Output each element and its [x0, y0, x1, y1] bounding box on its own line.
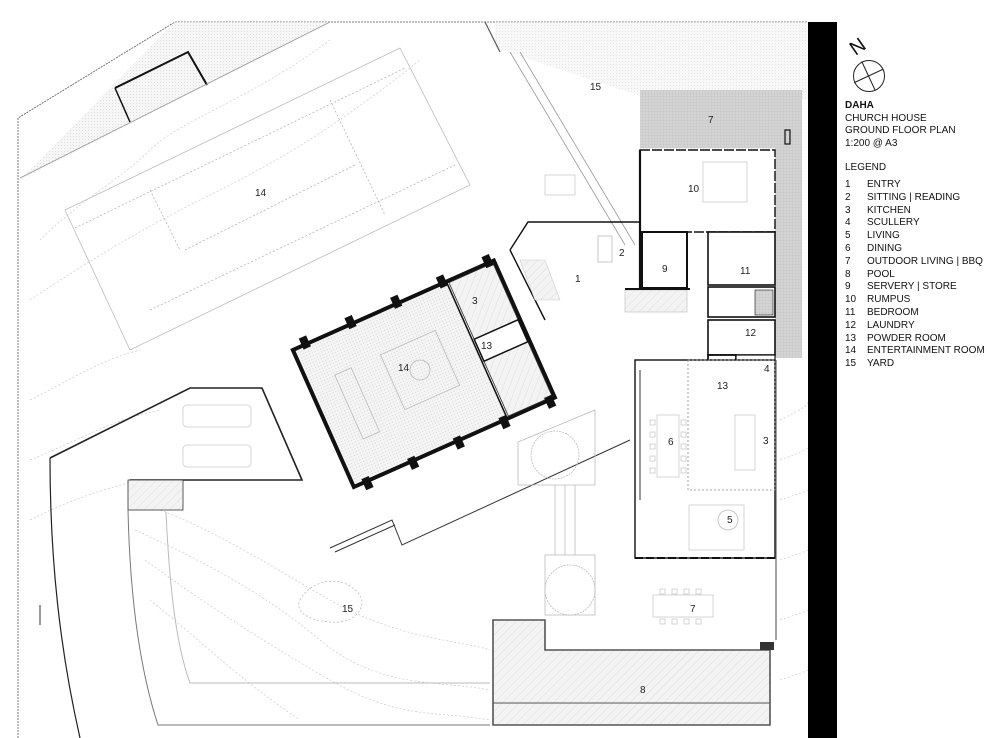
sheet-title: GROUND FLOOR PLAN — [845, 125, 956, 136]
label-laundry: 12 — [745, 328, 757, 339]
label-powder-room: 13 — [717, 381, 729, 392]
label-entry: 1 — [575, 274, 581, 285]
legend-heading: LEGEND — [845, 162, 887, 173]
pool — [492, 619, 774, 726]
label-kitchen-secondary: 3 — [472, 296, 478, 307]
north-arrow: N — [845, 33, 885, 96]
title-block-panel: N DAHA CHURCH HOUSE GROUND FLOOR PLAN 1:… — [845, 33, 985, 371]
north-label: N — [845, 33, 871, 61]
yard-blob — [298, 581, 363, 623]
label-yard: 15 — [590, 82, 602, 93]
room-labels: 15 7 10 2 9 11 1 3 12 13 14 4 13 6 3 5 7… — [255, 82, 770, 696]
label-outdoor-living: 7 — [708, 115, 714, 126]
sheet-border-bar — [808, 22, 837, 738]
label-bedroom: 11 — [740, 266, 751, 277]
shed-wall — [114, 87, 131, 123]
label-outdoor-living-bottom: 7 — [690, 604, 696, 615]
dining-table — [649, 414, 714, 625]
outdoor-living-top — [640, 90, 802, 148]
retaining-walls — [39, 457, 490, 738]
label-yard-bottom: 15 — [342, 604, 354, 615]
label-tennis-area: 14 — [255, 188, 267, 199]
label-entertainment-room: 14 — [398, 363, 410, 374]
building-name: CHURCH HOUSE — [845, 112, 927, 124]
project-name: DAHA — [845, 100, 874, 111]
planters — [517, 409, 596, 616]
label-rumpus: 10 — [688, 184, 700, 195]
shed-outline — [114, 50, 208, 89]
entry-area — [509, 221, 690, 321]
drawing-scale: 1:200 @ A3 — [845, 137, 898, 149]
site-boundary — [17, 21, 808, 738]
contour-lines — [29, 39, 809, 721]
title-block: DAHA CHURCH HOUSE GROUND FLOOR PLAN 1:20… — [845, 100, 985, 150]
east-deck-strip — [775, 148, 802, 358]
driveway-edge — [19, 21, 331, 179]
tennis-court-area — [20, 22, 471, 351]
label-pool: 8 — [640, 685, 646, 696]
label-powder-secondary: 13 — [481, 341, 493, 352]
label-servery: 9 — [662, 264, 668, 275]
label-scullery: 4 — [764, 364, 770, 375]
label-sitting: 2 — [619, 248, 625, 259]
label-kitchen: 3 — [763, 436, 769, 447]
carport — [49, 387, 304, 511]
label-dining: 6 — [668, 437, 674, 448]
terrace — [329, 439, 631, 553]
label-living: 5 — [727, 515, 733, 526]
main-wing — [634, 359, 777, 640]
entertainment-pavilion — [290, 254, 558, 491]
compass-icon — [853, 60, 885, 92]
